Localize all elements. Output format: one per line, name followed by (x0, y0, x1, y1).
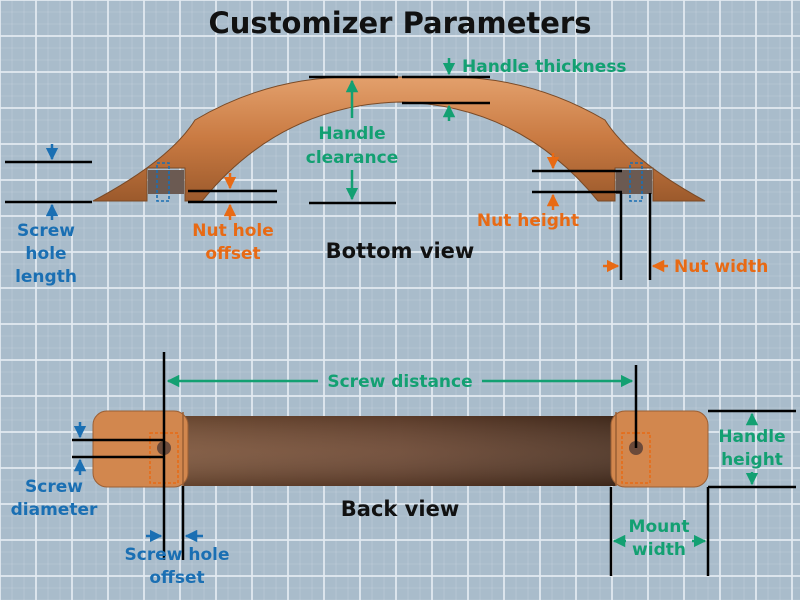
mount-width-label-line2: width (632, 540, 686, 560)
screw-hole-length-label-line1: Screw (17, 221, 75, 241)
bottom-view: Handle thickness Handle clearance Screw … (5, 57, 768, 287)
back-view-label: Back view (341, 497, 459, 521)
right-nut-pocket (616, 170, 652, 194)
screw-hole-length-label-line2: hole (25, 244, 66, 264)
back-view: Screw distance Screw diameter Screw hole… (11, 352, 796, 588)
handle-clearance-label-line2: clearance (306, 148, 398, 168)
screw-hole-length-label-line3: length (15, 267, 77, 287)
left-mount (92, 410, 189, 488)
handle-bar-shade (183, 416, 616, 486)
nut-hole-offset-label-line1: Nut hole (192, 221, 274, 241)
arch-handle (92, 76, 706, 202)
handle-height-label-line1: Handle (718, 427, 785, 447)
nut-hole-offset-label-line2: offset (205, 244, 260, 264)
right-screw-hole (629, 162, 643, 202)
nut-height-label: Nut height (477, 211, 579, 231)
mount-width-label-line1: Mount (629, 517, 690, 537)
screw-diameter-label-line2: diameter (11, 500, 98, 520)
left-nut-pocket (148, 170, 184, 194)
left-screw-hole (156, 162, 170, 202)
screw-distance-label: Screw distance (327, 372, 472, 392)
right-mount (610, 410, 709, 488)
handle-clearance-label-line1: Handle (318, 124, 385, 144)
nut-width-label: Nut width (674, 257, 768, 277)
handle-thickness-label: Handle thickness (462, 57, 627, 77)
screw-hole-offset-label-line2: offset (149, 568, 204, 588)
bottom-view-label: Bottom view (326, 239, 475, 263)
screw-diameter-label-line1: Screw (25, 477, 83, 497)
screw-hole-offset-label-line1: Screw hole (125, 545, 230, 565)
page-title: Customizer Parameters (209, 6, 592, 40)
right-nut-slot (621, 432, 651, 484)
handle-height-label-line2: height (721, 450, 783, 470)
